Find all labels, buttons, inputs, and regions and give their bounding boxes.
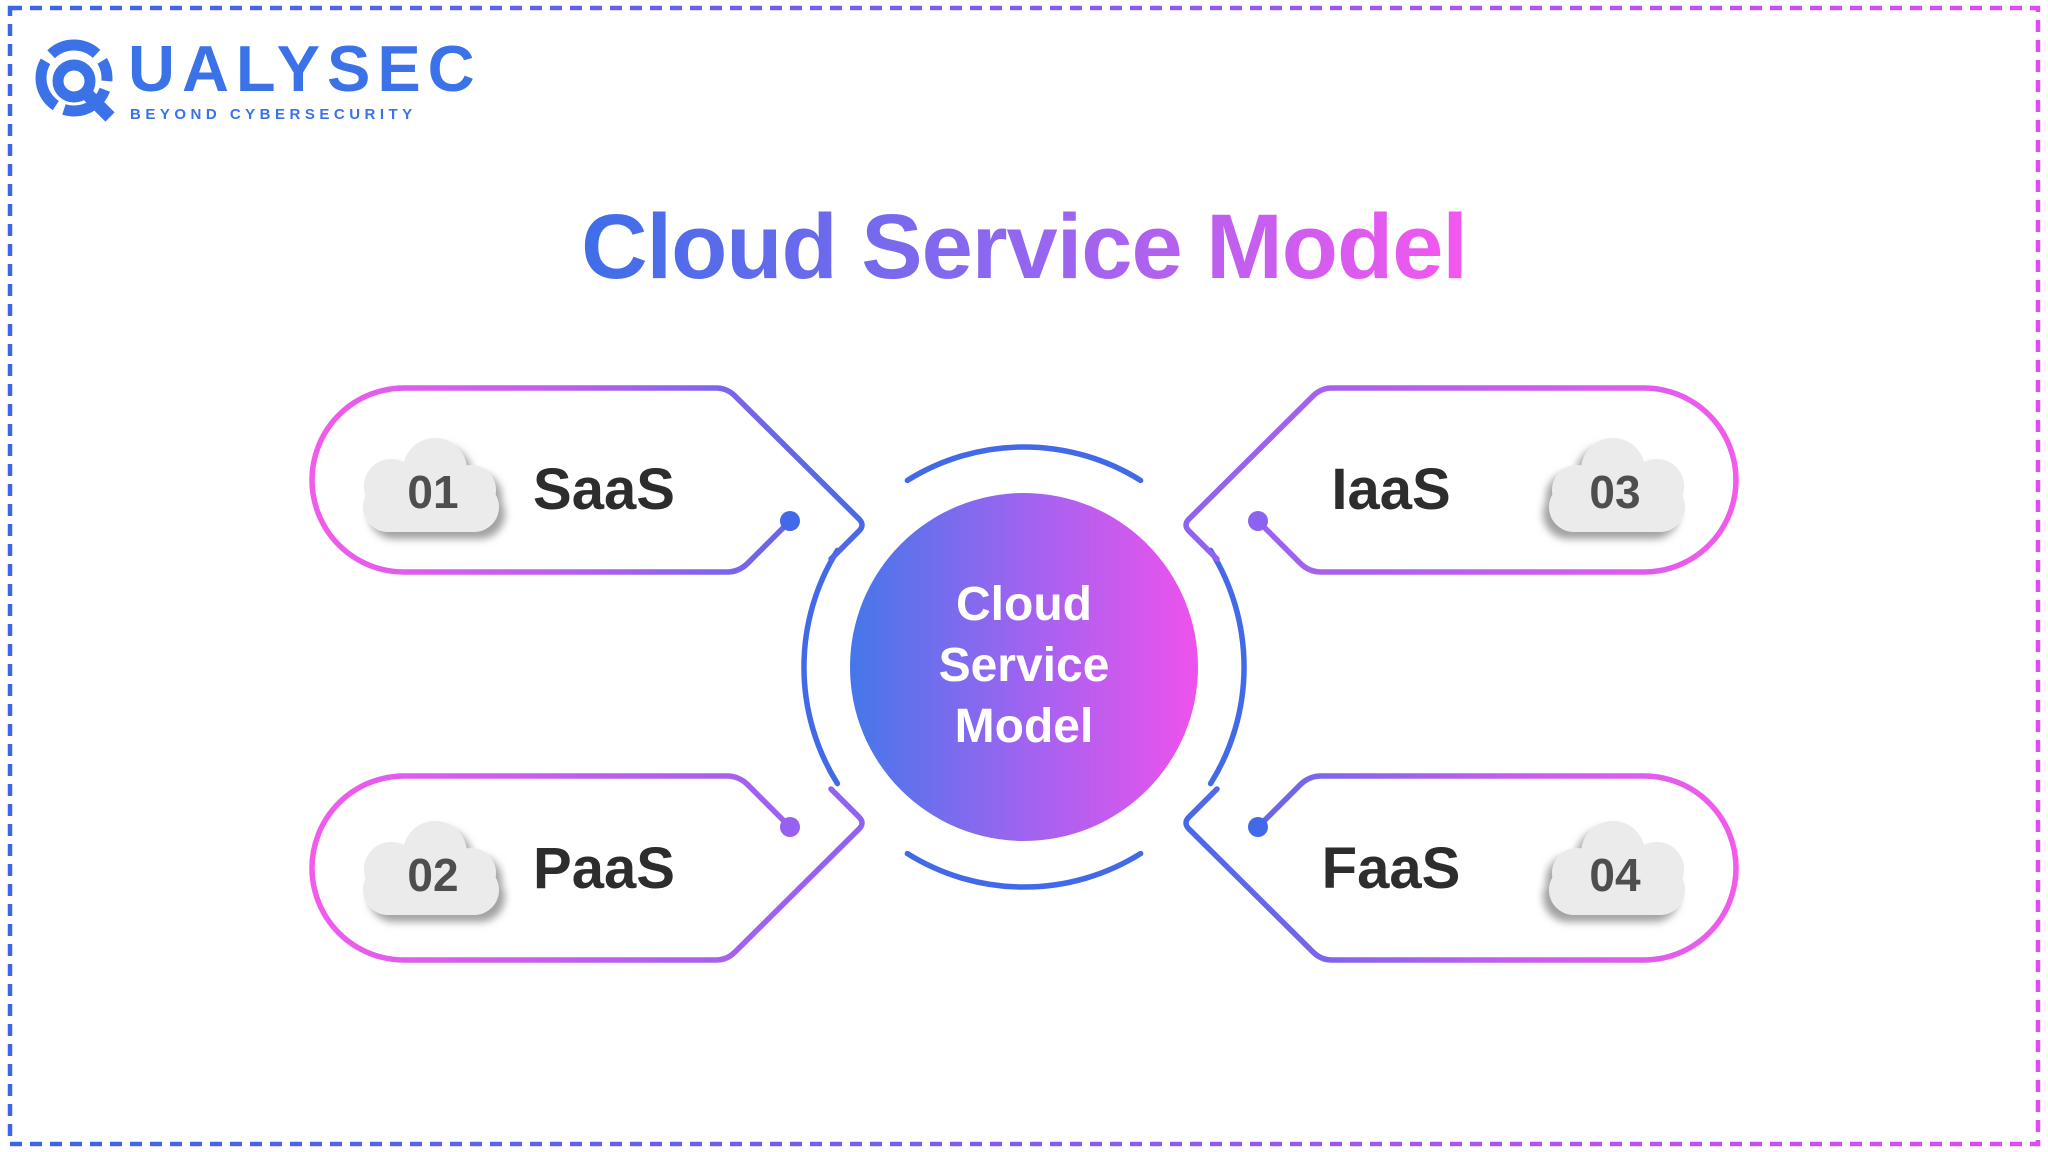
label-paas: PaaS (533, 835, 675, 901)
connector-dot-saas (780, 511, 800, 531)
title-wrap: Cloud Service Model (0, 190, 2048, 305)
label-iaas: IaaS (1331, 456, 1451, 522)
label-faas: FaaS (1321, 835, 1461, 901)
connector-dot-faas (1248, 817, 1268, 837)
badge-number-faas: 04 (1589, 849, 1641, 901)
center-line-3: Model (954, 700, 1094, 753)
pill-faas (1183, 773, 1739, 963)
label-saas: SaaS (533, 456, 675, 522)
center-disk (850, 493, 1198, 841)
center-ring (801, 444, 1247, 890)
brand-wordmark: UALYSEC (128, 32, 482, 105)
qualysec-q-icon (35, 39, 115, 122)
brand-tagline: BEYOND CYBERSECURITY (130, 106, 417, 123)
logo: UALYSEC BEYOND CYBERSECURITY (30, 34, 482, 130)
connector-dot-iaas (1248, 511, 1268, 531)
pill-paas (309, 773, 865, 963)
center-line-2: Service (938, 639, 1110, 692)
center-line-1: Cloud (956, 578, 1092, 631)
pill-iaas (1183, 385, 1739, 575)
dashed-border (7, 5, 2041, 1147)
badge-number-saas: 01 (407, 466, 459, 518)
pill-saas (309, 385, 865, 575)
center-circle-text: Cloud Service Model (874, 574, 1174, 757)
badge-number-iaas: 03 (1589, 466, 1641, 518)
badge-number-paas: 02 (407, 849, 459, 901)
page-title: Cloud Service Model (581, 190, 1468, 305)
connector-dot-paas (780, 817, 800, 837)
